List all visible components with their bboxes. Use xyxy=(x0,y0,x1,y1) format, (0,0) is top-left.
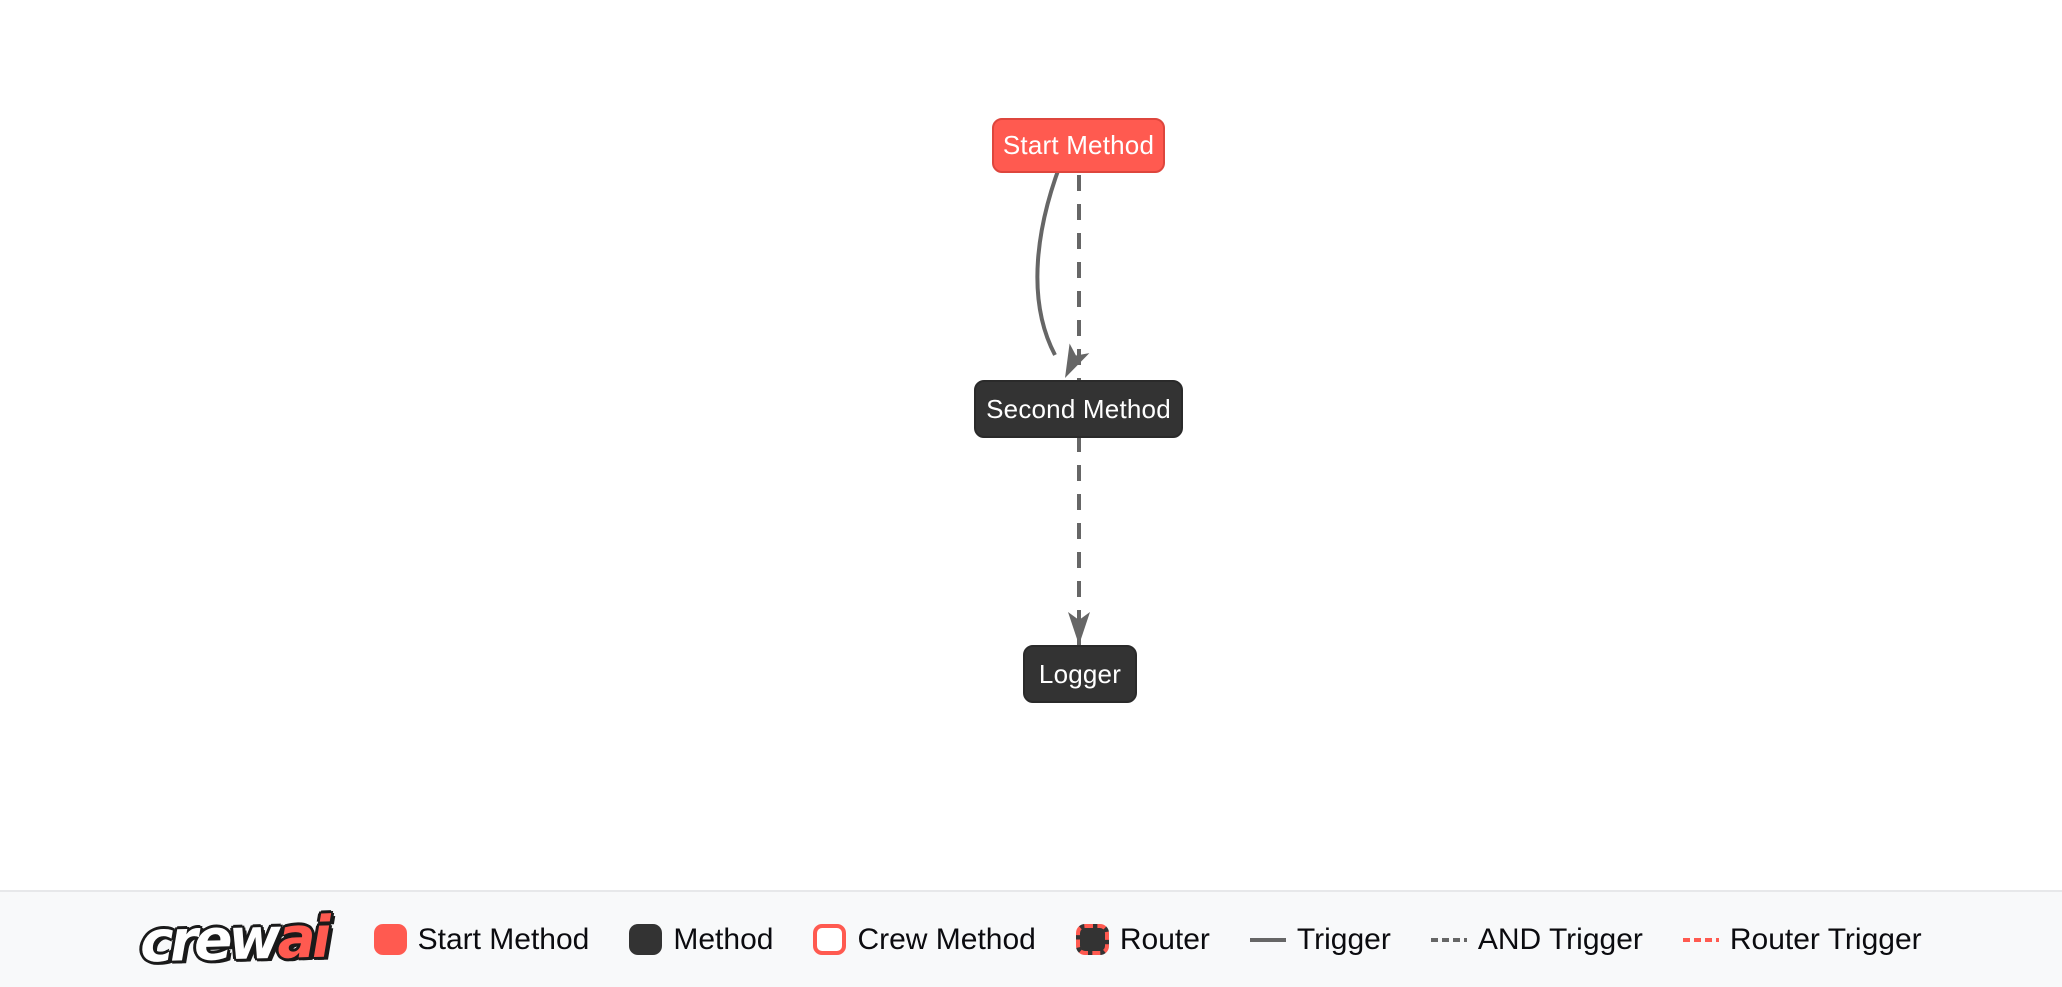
legend-bar: crewai Start Method Method Crew Method R… xyxy=(0,890,2062,987)
crewai-logo-ai-text: ai xyxy=(276,904,329,972)
router-swatch-icon xyxy=(1075,924,1109,955)
crew-method-swatch-icon xyxy=(813,924,847,955)
legend-label: Router Trigger xyxy=(1729,922,1922,956)
node-start-method[interactable]: Start Method xyxy=(992,118,1165,173)
crewai-logo-crew-text: crew xyxy=(139,905,279,975)
node-logger[interactable]: Logger xyxy=(1023,645,1137,703)
legend-item-method: Method xyxy=(629,923,773,957)
legend-item-trigger: Trigger xyxy=(1249,922,1391,957)
and-trigger-line-icon xyxy=(1430,937,1467,942)
legend-label: Router xyxy=(1119,922,1210,956)
arrowhead-logger-icon xyxy=(1068,612,1090,645)
legend-item-router-trigger: Router Trigger xyxy=(1682,922,1922,957)
legend-item-start-method: Start Method xyxy=(373,922,590,957)
node-start-method-label: Start Method xyxy=(1002,130,1155,160)
legend-label: AND Trigger xyxy=(1477,922,1643,956)
legend-label: Crew Method xyxy=(857,922,1036,956)
node-logger-label: Logger xyxy=(1038,658,1122,689)
legend-item-and-trigger: AND Trigger xyxy=(1430,922,1643,957)
legend-item-crew-method: Crew Method xyxy=(813,922,1036,957)
node-second-method-label: Second Method xyxy=(986,393,1171,424)
legend-label: Method xyxy=(673,922,774,956)
legend-label: Start Method xyxy=(417,922,590,956)
edge-trigger-start-to-second xyxy=(1035,149,1068,356)
legend-item-router: Router xyxy=(1075,922,1210,957)
legend-label: Trigger xyxy=(1296,922,1391,956)
method-swatch-icon xyxy=(629,924,663,955)
node-second-method[interactable]: Second Method xyxy=(974,380,1183,438)
trigger-line-icon xyxy=(1249,937,1286,942)
start-method-swatch-icon xyxy=(373,924,407,955)
arrowhead-second-method-icon xyxy=(1065,343,1090,378)
router-trigger-line-icon xyxy=(1682,937,1719,942)
crewai-logo: crewai xyxy=(140,904,329,975)
